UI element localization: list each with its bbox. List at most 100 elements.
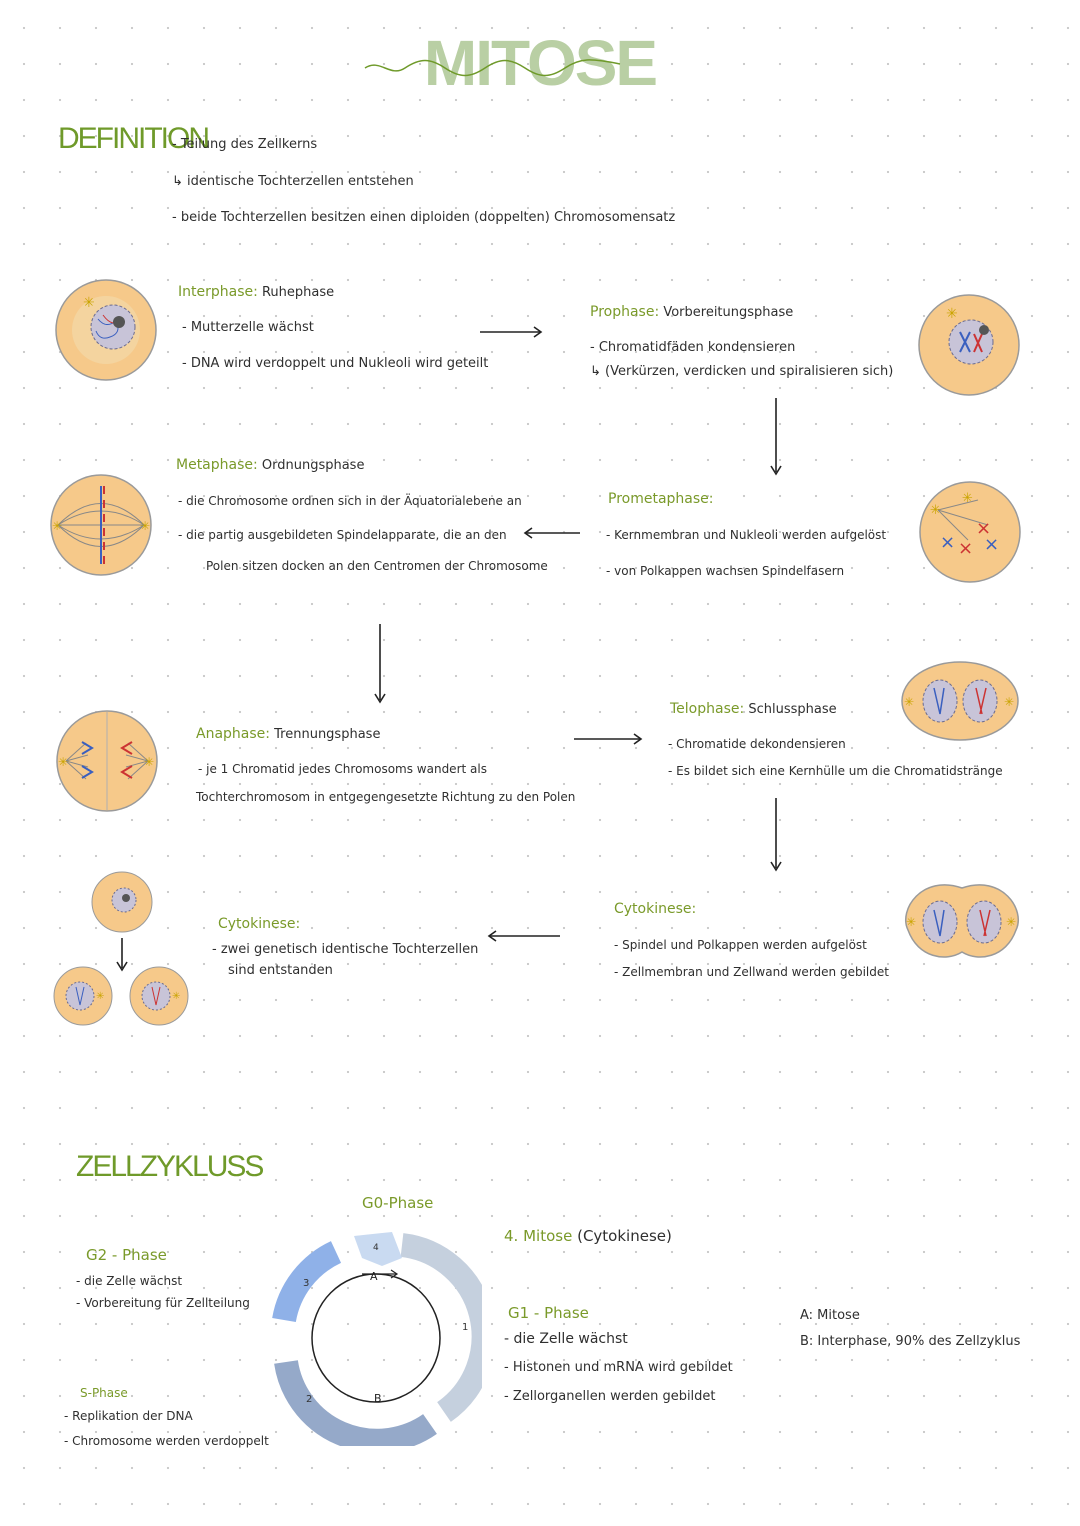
arrow-right-icon (480, 326, 543, 338)
arrow-down-icon (374, 624, 386, 704)
svg-text:✳: ✳ (52, 519, 62, 533)
svg-text:✳: ✳ (58, 755, 68, 769)
g0-phase-label: G0-Phase (362, 1194, 434, 1212)
cytokinese-right-name: Cytokinese: (614, 901, 697, 917)
legend-b: B: Interphase, 90% des Zellzyklus (800, 1334, 1021, 1349)
prophase-heading: Prophase: Vorbereitungsphase (590, 304, 793, 320)
interphase-line-2: - DNA wird verdoppelt und Nukleoli wird … (182, 356, 489, 371)
svg-text:✳: ✳ (140, 519, 150, 533)
prometaphase-line-1: - Kernmembran und Nukleoli werden aufgel… (606, 528, 887, 542)
interphase-name: Interphase: (178, 284, 258, 300)
cycle-label-1: 1 (462, 1322, 468, 1333)
mitose-step-rest: (Cytokinese) (577, 1227, 672, 1245)
g1-phase-line-3: - Zellorganellen werden gebildet (504, 1389, 716, 1404)
daughter-cell-illustration: ✳ (52, 965, 114, 1027)
prometaphase-cell-illustration: ✳ ✳ × × × × (918, 480, 1022, 584)
legend-a: A: Mitose (800, 1308, 860, 1323)
svg-text:×: × (976, 518, 991, 539)
svg-text:✳: ✳ (96, 991, 104, 1002)
arrow-down-icon (116, 938, 128, 972)
mitose-step-name: Mitose (523, 1227, 573, 1245)
prophase-sub: Vorbereitungsphase (663, 305, 794, 320)
interphase-cell-illustration: ✳ (53, 277, 159, 383)
svg-text:×: × (958, 538, 973, 559)
anaphase-heading: Anaphase: Trennungsphase (196, 726, 380, 742)
svg-text:✳: ✳ (930, 503, 941, 518)
svg-text:✳: ✳ (946, 306, 958, 322)
metaphase-heading: Metaphase: Ordnungsphase (176, 457, 364, 473)
svg-text:×: × (984, 534, 999, 555)
cytokinese-right-line-2: - Zellmembran und Zellwand werden gebild… (614, 965, 889, 979)
metaphase-line-2: - die partig ausgebildeten Spindelappara… (178, 528, 507, 542)
prometaphase-line-2: - von Polkappen wachsen Spindelfasern (606, 564, 845, 578)
definition-line-1: - Teilung des Zellkerns (172, 137, 318, 152)
arrow-right-icon (574, 733, 643, 745)
g1-phase-line-1: - die Zelle wächst (504, 1331, 628, 1347)
svg-text:✳: ✳ (906, 915, 916, 929)
cytokinese-left-line-2: sind entstanden (228, 963, 333, 978)
telophase-sub: Schlussphase (748, 702, 837, 717)
g1-phase-name: G1 - Phase (508, 1304, 589, 1322)
telophase-heading: Telophase: Schlussphase (670, 701, 837, 717)
g2-phase-name: G2 - Phase (86, 1246, 167, 1264)
g2-phase-line-1: - die Zelle wächst (76, 1274, 183, 1288)
cytokinese-left-name: Cytokinese: (218, 916, 301, 932)
svg-text:×: × (940, 532, 955, 553)
cytokinese-left-heading: Cytokinese: (218, 916, 300, 932)
svg-text:✳: ✳ (1004, 695, 1014, 709)
arrow-left-icon (523, 527, 580, 539)
g2-phase-line-2: - Vorbereitung für Zellteilung (76, 1296, 250, 1310)
telophase-cell-illustration: ✳ ✳ (900, 660, 1020, 742)
cycle-label-b: B (374, 1392, 382, 1405)
svg-text:✳: ✳ (83, 295, 95, 311)
zellzyklus-heading: ZELLZYKLUSS (76, 1150, 264, 1183)
telophase-line-1: - Chromatide dekondensieren (668, 737, 846, 751)
interphase-line-1: - Mutterzelle wächst (182, 320, 314, 335)
metaphase-sub: Ordnungsphase (261, 458, 365, 473)
svg-text:✳: ✳ (962, 491, 973, 506)
telophase-name: Telophase: (670, 701, 745, 717)
svg-text:✳: ✳ (1006, 915, 1016, 929)
definition-line-3: - beide Tochterzellen besitzen einen dip… (172, 210, 676, 225)
cycle-segment-1 (400, 1233, 482, 1422)
prophase-cell-illustration: ✳ (916, 292, 1022, 398)
cycle-segment-3 (272, 1241, 342, 1323)
metaphase-line-3: Polen sitzen docken an den Centromen der… (206, 559, 548, 573)
cycle-segment-2 (274, 1359, 437, 1446)
svg-text:✳: ✳ (144, 755, 154, 769)
anaphase-line-2: Tochterchromosom in entgegengesetzte Ric… (196, 790, 576, 804)
svg-text:✳: ✳ (172, 991, 180, 1002)
cytokinese-dividing-cell-illustration: ✳ ✳ (902, 880, 1022, 964)
definition-heading: DEFINITION (58, 122, 210, 155)
s-phase-line-2: - Chromosome werden verdoppelt (64, 1434, 269, 1448)
anaphase-name: Anaphase: (196, 726, 270, 742)
daughter-cell-illustration: ✳ (128, 965, 190, 1027)
cell-cycle-diagram: 1 2 3 4 A B (272, 1232, 482, 1446)
anaphase-line-1: - je 1 Chromatid jedes Chromosoms wander… (198, 762, 487, 776)
arrow-down-icon (770, 798, 782, 872)
prophase-line-2: ↳ (Verkürzen, verdicken und spiralisiere… (590, 364, 894, 379)
cycle-segment-4 (354, 1232, 402, 1266)
mitose-step-heading: 4. Mitose (Cytokinese) (504, 1227, 672, 1245)
svg-text:✳: ✳ (904, 695, 914, 709)
anaphase-cell-illustration: ✳ ✳ (54, 708, 160, 814)
arrow-left-icon (487, 930, 560, 942)
metaphase-cell-illustration: ✳ ✳ (48, 472, 154, 578)
arrow-down-icon (770, 398, 782, 476)
cytokinese-right-line-1: - Spindel und Polkappen werden aufgelöst (614, 938, 867, 952)
cytokinese-mother-cell-illustration (90, 870, 154, 934)
s-phase-name: S-Phase (80, 1386, 128, 1400)
cycle-label-2: 2 (306, 1394, 312, 1405)
s-phase-line-1: - Replikation der DNA (64, 1409, 193, 1423)
definition-line-2: ↳ identische Tochterzellen entstehen (172, 174, 414, 189)
title-squiggle (364, 59, 621, 77)
cytokinese-left-line-1: - zwei genetisch identische Tochterzelle… (212, 942, 479, 957)
interphase-sub: Ruhephase (261, 285, 335, 300)
cycle-label-3: 3 (303, 1278, 309, 1289)
metaphase-line-1: - die Chromosome ordnen sich in der Äqua… (178, 494, 522, 508)
prophase-name: Prophase: (590, 304, 660, 320)
prometaphase-heading: Prometaphase: (608, 491, 714, 507)
cycle-label-4: 4 (373, 1243, 379, 1253)
interphase-heading: Interphase: Ruhephase (178, 284, 334, 300)
mitose-step-number: 4. (504, 1227, 519, 1245)
